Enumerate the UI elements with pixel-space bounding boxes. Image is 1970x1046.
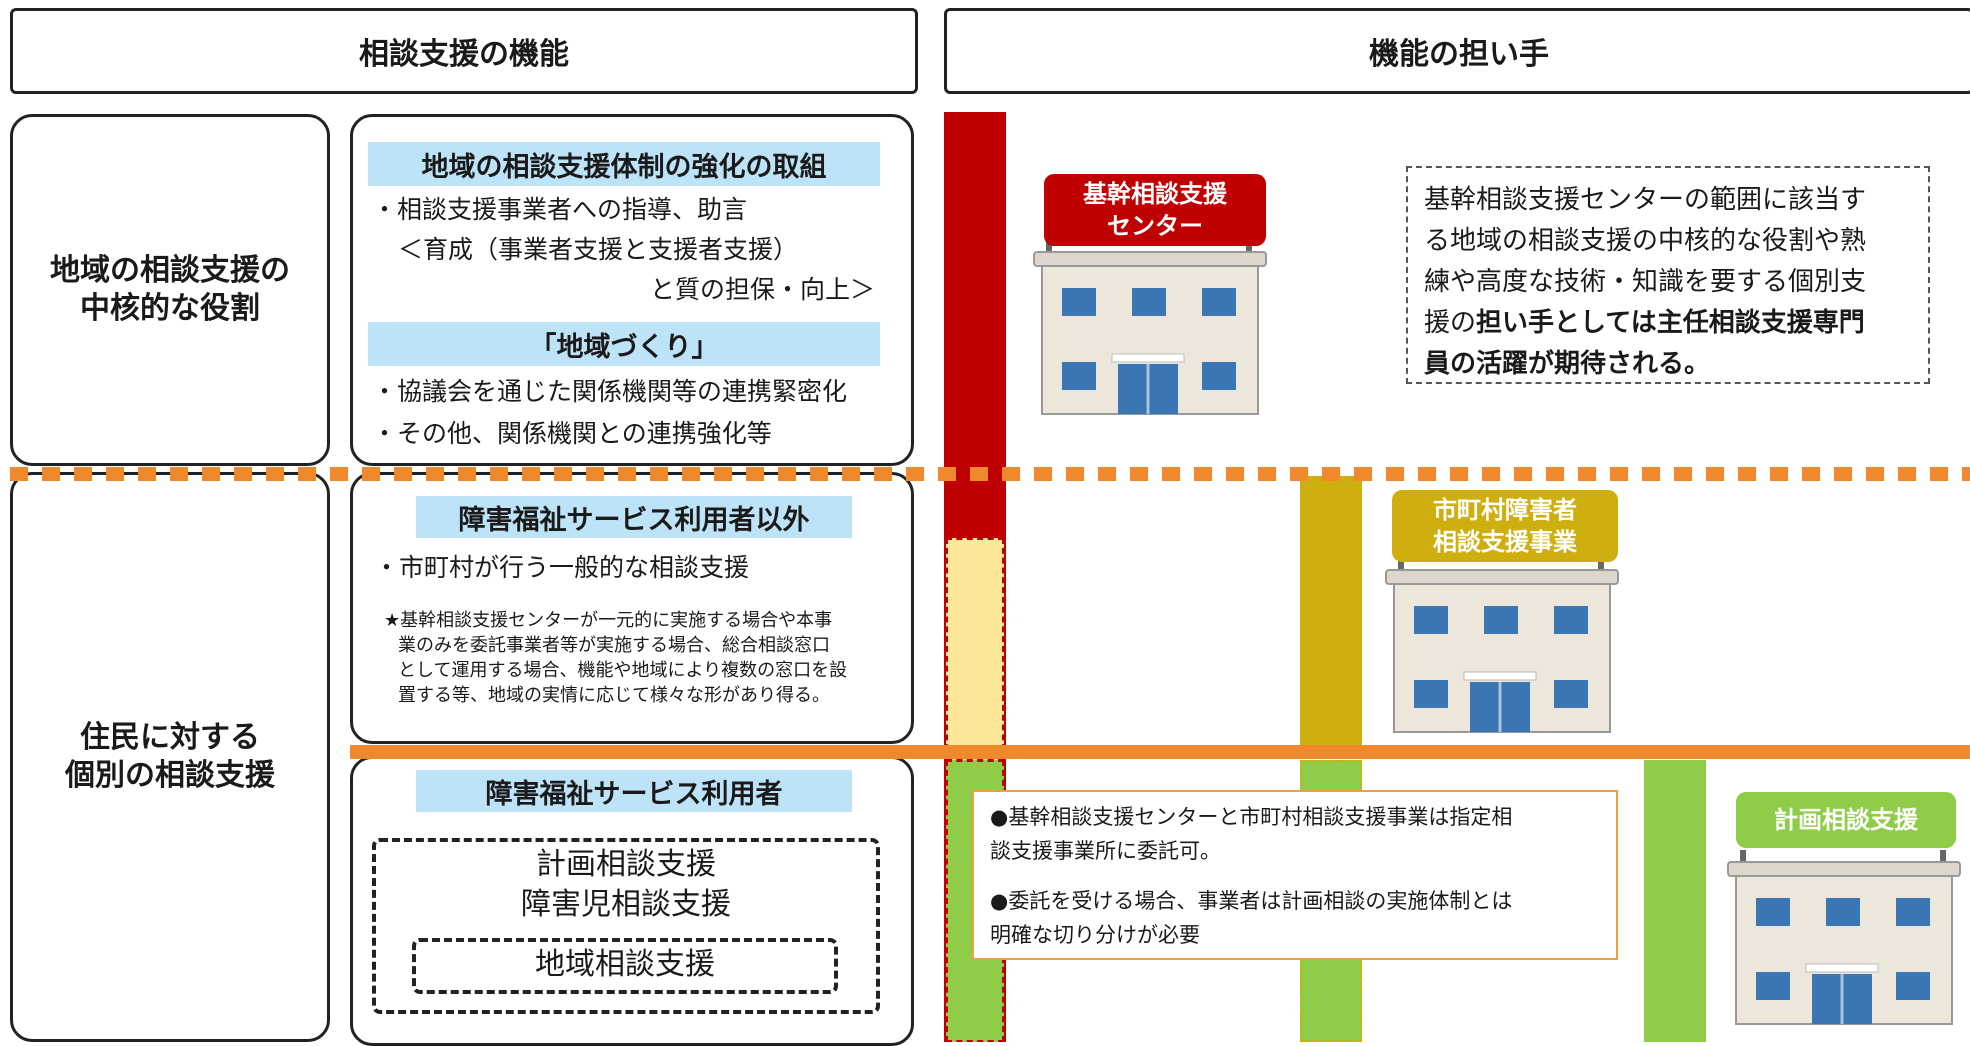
bottom-callout-line1: ●基幹相談支援センターと市町村相談支援事業は指定相	[990, 805, 1513, 829]
core-role-box: 地域の相談支援の 中核的な役割	[10, 114, 330, 466]
core-role-line1: 地域の相談支援の	[50, 253, 290, 288]
bottom-callout-line2: 談支援事業所に委託可。	[990, 839, 1221, 863]
user-item-chiiki: 地域相談支援	[535, 947, 715, 982]
core-line-other: ・その他、関係機関との連携強化等	[372, 419, 772, 448]
functions-header: 相談支援の機能	[10, 8, 918, 94]
core-band-strengthen: 地域の相談支援体制の強化の取組	[368, 142, 880, 186]
core-role-line2: 中核的な役割	[80, 291, 260, 326]
core-line-guidance: ・相談支援事業者への指導、助言	[372, 195, 748, 224]
shichoson-sign-line1: 市町村障害者	[1433, 496, 1577, 524]
bottom-callout: ●基幹相談支援センターと市町村相談支援事業は指定相 談支援事業所に委託可。 ●委…	[972, 790, 1618, 960]
non-user-line: ・市町村が行う一般的な相談支援	[374, 553, 750, 582]
kikan-building-icon	[1033, 240, 1267, 415]
keikaku-green-bar	[1644, 760, 1706, 1042]
bottom-callout-line4: 明確な切り分けが必要	[990, 923, 1200, 947]
core-line-training: ＜育成（事業者支援と支援者支援）	[398, 235, 799, 264]
kikan-sign: 基幹相談支援 センター	[1044, 174, 1266, 246]
top-callout-line5-bold: 員の活躍が期待される。	[1424, 349, 1711, 379]
shichoson-building-icon	[1385, 558, 1619, 733]
individual-role-line2: 個別の相談支援	[65, 758, 275, 793]
keikaku-sign-label: 計画相談支援	[1774, 806, 1918, 834]
shichoson-sign-line2: 相談支援事業	[1433, 528, 1577, 556]
top-callout-line3: 練や高度な技術・知識を要する個別支	[1424, 267, 1867, 297]
providers-header: 機能の担い手	[944, 8, 1970, 94]
user-services-dashed-box	[372, 838, 880, 1014]
user-item-shogaiji: 障害児相談支援	[521, 887, 731, 922]
kikan-sign-line2: センター	[1107, 212, 1203, 240]
user-item-chiiki-box	[412, 938, 838, 994]
non-user-band: 障害福祉サービス利用者以外	[416, 496, 852, 538]
top-callout-line1: 基幹相談支援センターの範囲に該当す	[1424, 185, 1867, 215]
shichoson-mustard-bar	[1300, 476, 1362, 758]
orange-separator	[350, 745, 1970, 759]
dotted-separator	[10, 467, 1970, 481]
individual-role-line1: 住民に対する	[80, 720, 260, 755]
top-callout-line5: 員の活躍が期待される。	[1424, 344, 1912, 385]
keikaku-sign: 計画相談支援	[1736, 792, 1956, 848]
individual-role-box: 住民に対する 個別の相談支援	[10, 472, 330, 1042]
kikan-light-yellow-bar	[946, 538, 1004, 760]
top-callout-line4a: 援の	[1424, 308, 1477, 338]
non-user-note-3: として運用する場合、機能や地域により複数の窓口を設	[398, 660, 848, 681]
non-user-note-2: 業のみを委託事業者等が実施する場合、総合相談窓口	[398, 635, 830, 656]
core-line-quality: と質の担保・向上＞	[650, 275, 876, 304]
top-callout-line4: 援の担い手としては主任相談支援専門	[1424, 303, 1912, 344]
keikaku-building-icon	[1727, 850, 1961, 1025]
user-band: 障害福祉サービス利用者	[416, 770, 852, 812]
top-callout-line2: る地域の相談支援の中核的な役割や熟	[1424, 226, 1867, 256]
top-callout: 基幹相談支援センターの範囲に該当す る地域の相談支援の中核的な役割や熟 練や高度…	[1406, 166, 1930, 384]
non-user-note-1: ★基幹相談支援センターが一元的に実施する場合や本事	[384, 610, 833, 631]
bottom-callout-line3: ●委託を受ける場合、事業者は計画相談の実施体制とは	[990, 889, 1513, 913]
user-item-keikaku: 計画相談支援	[536, 847, 716, 882]
top-callout-line4b: 担い手としては主任相談支援専門	[1476, 308, 1865, 338]
kikan-sign-line1: 基幹相談支援	[1083, 180, 1227, 208]
shichoson-sign: 市町村障害者 相談支援事業	[1392, 490, 1618, 562]
non-user-note: ★基幹相談支援センターが一元的に実施する場合や本事 業のみを委託事業者等が実施す…	[384, 608, 847, 708]
core-band-community: 「地域づくり」	[368, 322, 880, 366]
non-user-note-4: 置する等、地域の実情に応じて様々な形があり得る。	[398, 685, 830, 706]
core-line-council: ・協議会を通じた関係機関等の連携緊密化	[372, 377, 848, 406]
